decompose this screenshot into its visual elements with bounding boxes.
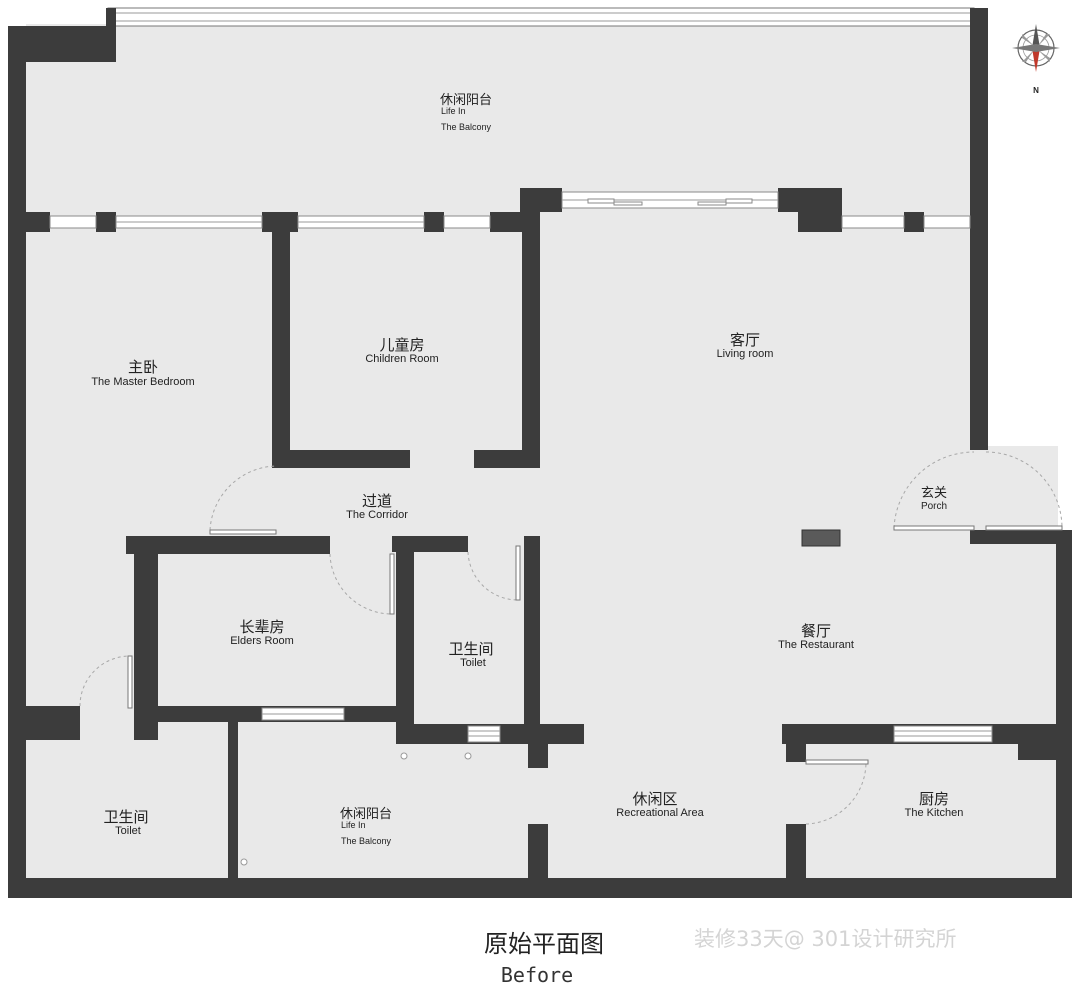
room-label-restaurant: 餐厅 The Restaurant [778, 622, 854, 651]
svg-text:Children Room: Children Room [365, 353, 438, 365]
plan-caption-en: Before [501, 963, 573, 987]
compass-rose-icon: N [1012, 24, 1060, 95]
doors [79, 451, 1063, 866]
svg-text:Living room: Living room [717, 348, 774, 360]
svg-text:Life In: Life In [441, 106, 466, 116]
svg-text:The Balcony: The Balcony [441, 122, 492, 132]
svg-text:过道: 过道 [362, 492, 392, 510]
svg-text:餐厅: 餐厅 [801, 622, 831, 640]
svg-text:主卧: 主卧 [128, 358, 158, 376]
svg-text:儿童房: 儿童房 [379, 336, 424, 354]
room-label-porch: 玄关 Porch [921, 486, 947, 512]
room-label-toilet-mid: 卫生间 Toilet [448, 640, 493, 669]
room-label-kitchen: 厨房 The Kitchen [905, 790, 964, 819]
watermark-text: 装修33天@ 301设计研究所 [694, 927, 956, 951]
room-label-living: 客厅 Living room [717, 331, 774, 360]
svg-text:长辈房: 长辈房 [239, 618, 284, 636]
room-label-elders: 长辈房 Elders Room [230, 618, 294, 647]
svg-text:The Corridor: The Corridor [346, 509, 408, 521]
room-label-balcony-bottom: 休闲阳台 Life In The Balcony [340, 807, 392, 846]
room-label-toilet-left: 卫生间 Toilet [103, 808, 148, 837]
svg-text:休闲区: 休闲区 [632, 790, 677, 808]
svg-text:卫生间: 卫生间 [448, 640, 493, 658]
room-label-corridor: 过道 The Corridor [346, 492, 408, 521]
svg-text:The Restaurant: The Restaurant [778, 639, 854, 651]
windows [49, 191, 993, 743]
svg-text:The Balcony: The Balcony [341, 836, 392, 846]
svg-text:卫生间: 卫生间 [103, 808, 148, 826]
svg-text:Toilet: Toilet [460, 657, 486, 669]
svg-text:厨房: 厨房 [919, 790, 949, 808]
room-label-balcony-top: 休闲阳台 Life In The Balcony [440, 93, 492, 132]
svg-text:Life In: Life In [341, 820, 366, 830]
room-label-master: 主卧 The Master Bedroom [91, 358, 194, 388]
svg-text:Recreational Area: Recreational Area [616, 807, 704, 819]
balcony-window [107, 7, 975, 27]
room-label-children: 儿童房 Children Room [365, 336, 438, 365]
svg-text:Toilet: Toilet [115, 825, 141, 837]
svg-text:玄关: 玄关 [921, 486, 947, 501]
svg-text:Porch: Porch [921, 501, 947, 512]
svg-text:休闲阳台: 休闲阳台 [440, 93, 492, 108]
compass-north-label: N [1033, 86, 1039, 95]
room-labels: 休闲阳台 Life In The Balcony 客厅 Living room … [91, 93, 963, 846]
svg-text:休闲阳台: 休闲阳台 [340, 807, 392, 822]
svg-text:The Kitchen: The Kitchen [905, 807, 964, 819]
svg-text:Elders Room: Elders Room [230, 635, 294, 647]
svg-text:客厅: 客厅 [730, 331, 760, 349]
plan-caption-zh: 原始平面图 [484, 930, 604, 958]
svg-text:The Master Bedroom: The Master Bedroom [91, 376, 194, 388]
room-label-recreational: 休闲区 Recreational Area [616, 790, 704, 819]
walls [8, 8, 1072, 898]
